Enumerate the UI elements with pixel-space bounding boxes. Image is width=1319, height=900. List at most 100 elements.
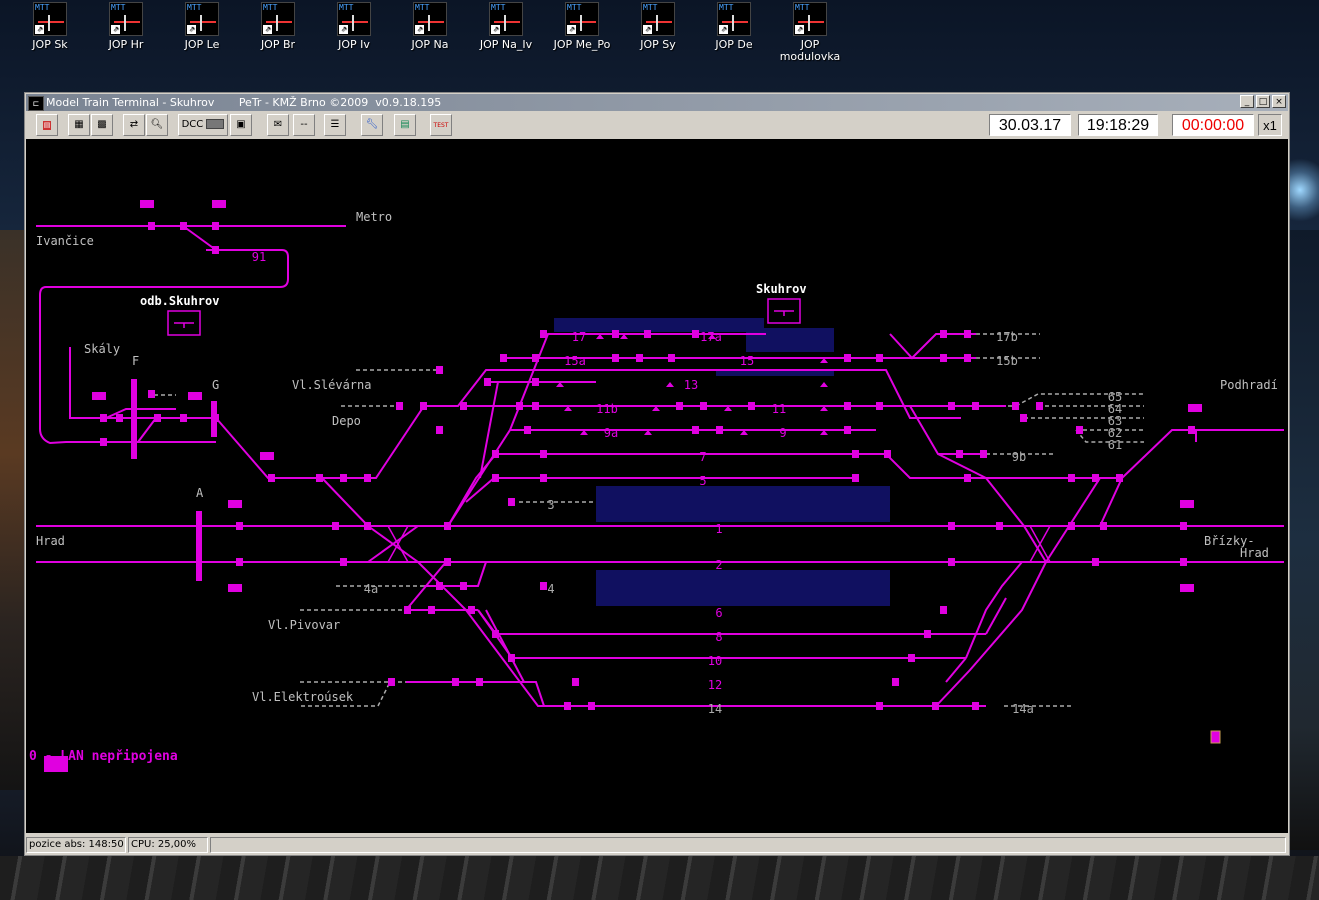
desktop-icon-jop-na[interactable]: MTT↗JOP Na — [411, 2, 449, 51]
window-title: Model Train Terminal - Skuhrov PeTr - KM… — [46, 96, 442, 109]
desktop-icon-jop-de[interactable]: MTT↗JOP De — [715, 2, 753, 51]
track-labels: 91 17 17a 15a 15 13 11b 11 9a 9 7 5 3 1 … — [252, 250, 1122, 716]
minimize-button[interactable]: _ — [1240, 95, 1254, 108]
mtt-app-icon: MTT↗ — [565, 2, 599, 36]
label-odb-skuhrov: odb.Skuhrov — [140, 294, 219, 308]
desktop-icon-jop-sy[interactable]: MTT↗JOP Sy — [640, 2, 676, 51]
window-controls: _ □ × — [1240, 95, 1286, 108]
track-label-11: 11 — [772, 402, 786, 416]
label-metro: Metro — [356, 210, 392, 224]
desktop-icon-jop-me-po[interactable]: MTT↗JOP Me_Po — [553, 2, 611, 51]
track-label-15: 15 — [740, 354, 754, 368]
maximize-button[interactable]: □ — [1256, 95, 1270, 108]
track-label-5: 5 — [699, 474, 706, 488]
track-label-1: 1 — [715, 522, 722, 536]
track-label-4a: 4a — [364, 582, 378, 596]
track-nodes — [100, 222, 1195, 710]
desktop-icon-jop-na-iv[interactable]: MTT↗JOP Na_Iv — [479, 2, 533, 51]
track-label-17: 17 — [572, 330, 586, 344]
desktop-wallpaper-right — [1290, 230, 1319, 850]
crossings — [387, 525, 1051, 563]
statusbar: pozice abs: 148:50 CPU: 25,00% — [26, 836, 1288, 854]
panel-layout-button[interactable]: ▦ — [68, 114, 90, 136]
speed-button[interactable]: x1 — [1258, 114, 1282, 136]
track-label-91: 91 — [252, 250, 266, 264]
track-label-13: 13 — [684, 378, 698, 392]
label-vl-pivovar: Vl.Pivovar — [268, 618, 340, 632]
track-diagram: Ivančice Metro odb.Skuhrov Skuhrov Skály… — [29, 200, 1284, 772]
track-label-65: 65 — [1108, 390, 1122, 404]
label-hrad: Hrad — [36, 534, 65, 548]
desktop-icon-jop-le[interactable]: MTT↗JOP Le — [184, 2, 220, 51]
arrows-icon: ⇄ — [129, 119, 139, 130]
test-button[interactable]: TEST — [430, 114, 452, 136]
dash-icon: -- — [300, 119, 308, 130]
mtt-app-icon: MTT↗ — [641, 2, 675, 36]
panel-grid-button[interactable]: ▩ — [91, 114, 113, 136]
messages-button[interactable]: ✉ — [267, 114, 289, 136]
track-label-14: 14 — [708, 702, 722, 716]
close-button[interactable]: × — [1272, 95, 1286, 108]
desktop-icons: MTT↗JOP Sk MTT↗JOP Hr MTT↗JOP Le MTT↗JOP… — [0, 0, 1319, 90]
signals — [44, 200, 1221, 772]
cpu-usage: CPU: 25,00% — [128, 837, 208, 853]
track-label-64: 64 — [1108, 402, 1122, 416]
mtt-app-icon: MTT↗ — [33, 2, 67, 36]
track-panel[interactable]: Ivančice Metro odb.Skuhrov Skuhrov Skály… — [26, 139, 1288, 833]
mtt-app-icon: MTT↗ — [261, 2, 295, 36]
test-icon: TEST — [433, 122, 449, 129]
mtt-app-icon: MTT↗ — [413, 2, 447, 36]
track-label-9: 9 — [779, 426, 786, 440]
log-button[interactable]: ▤ — [394, 114, 416, 136]
track-label-12: 12 — [708, 678, 722, 692]
search-icon: 🔍︎ — [150, 119, 164, 130]
desktop-icon-jop-hr[interactable]: MTT↗JOP Hr — [108, 2, 144, 51]
track-label-3: 3 — [547, 498, 554, 512]
desktop-wallpaper-left — [0, 230, 26, 790]
track-label-7: 7 — [699, 450, 706, 464]
track-label-61: 61 — [1108, 438, 1122, 452]
app-logo-icon[interactable]: ⊏ — [28, 96, 44, 111]
label-skuhrov: Skuhrov — [756, 282, 807, 296]
settings-button[interactable]: 🔧︎ — [361, 114, 383, 136]
mtt-app-icon: MTT↗ — [109, 2, 143, 36]
search-button[interactable]: 🔍︎ — [146, 114, 168, 136]
label-a: A — [196, 486, 204, 500]
track-label-63: 63 — [1108, 414, 1122, 428]
mtt-app-icon: MTT↗ — [489, 2, 523, 36]
desktop-icon-jop-modulovka[interactable]: MTT↗JOP modulovka — [779, 2, 841, 63]
dash-button[interactable]: -- — [293, 114, 315, 136]
dcc-toggle-button[interactable]: DCC — [178, 114, 228, 136]
occupied-blocks — [554, 318, 890, 606]
label-depo: Depo — [332, 414, 361, 428]
label-vl-elektrousek: Vl.Elektroúsek — [252, 690, 354, 704]
platform-markers — [556, 334, 828, 435]
location-labels: Ivančice Metro odb.Skuhrov Skuhrov Skály… — [36, 210, 1278, 704]
mtt-app-icon: MTT↗ — [793, 2, 827, 36]
cursor-position: pozice abs: 148:50 — [26, 837, 126, 853]
desktop-icon-jop-br[interactable]: MTT↗JOP Br — [260, 2, 296, 51]
dcc-stop-button[interactable]: ▣ — [230, 114, 252, 136]
label-brizky: Břízky- — [1204, 534, 1255, 548]
toolbar: ▤ ▦ ▩ ⇄ 🔍︎ DCC ▣ ✉ -- ☰ 🔧︎ ▤ TEST 30.03.… — [26, 112, 1288, 138]
track-label-62: 62 — [1108, 426, 1122, 440]
lan-status-message: 0 - LAN nepřipojena — [29, 749, 178, 764]
wrench-icon: 🔧︎ — [365, 119, 379, 130]
mtt-app-icon: MTT↗ — [717, 2, 751, 36]
desktop-icon-jop-sk[interactable]: MTT↗JOP Sk — [32, 2, 68, 51]
bmp-icon: ▤ — [42, 121, 52, 130]
desktop-icon-jop-iv[interactable]: MTT↗JOP Iv — [337, 2, 371, 51]
dcc-device-icon: ▣ — [236, 119, 246, 130]
envelope-icon: ✉ — [273, 119, 283, 130]
dcc-indicator-icon — [206, 119, 225, 129]
route-button[interactable]: ⇄ — [123, 114, 145, 136]
bmp-export-button[interactable]: ▤ — [36, 114, 58, 136]
label-podhradi: Podhradí — [1220, 378, 1278, 392]
date-display: 30.03.17 — [989, 114, 1071, 136]
window-titlebar[interactable]: ⊏ Model Train Terminal - Skuhrov PeTr - … — [26, 94, 1288, 111]
model-timer-display[interactable]: 00:00:00 — [1172, 114, 1254, 136]
track-label-9b: 9b — [1012, 450, 1026, 464]
table-button[interactable]: ☰ — [324, 114, 346, 136]
mtt-app-icon: MTT↗ — [185, 2, 219, 36]
track-label-17b: 17b — [996, 330, 1018, 344]
